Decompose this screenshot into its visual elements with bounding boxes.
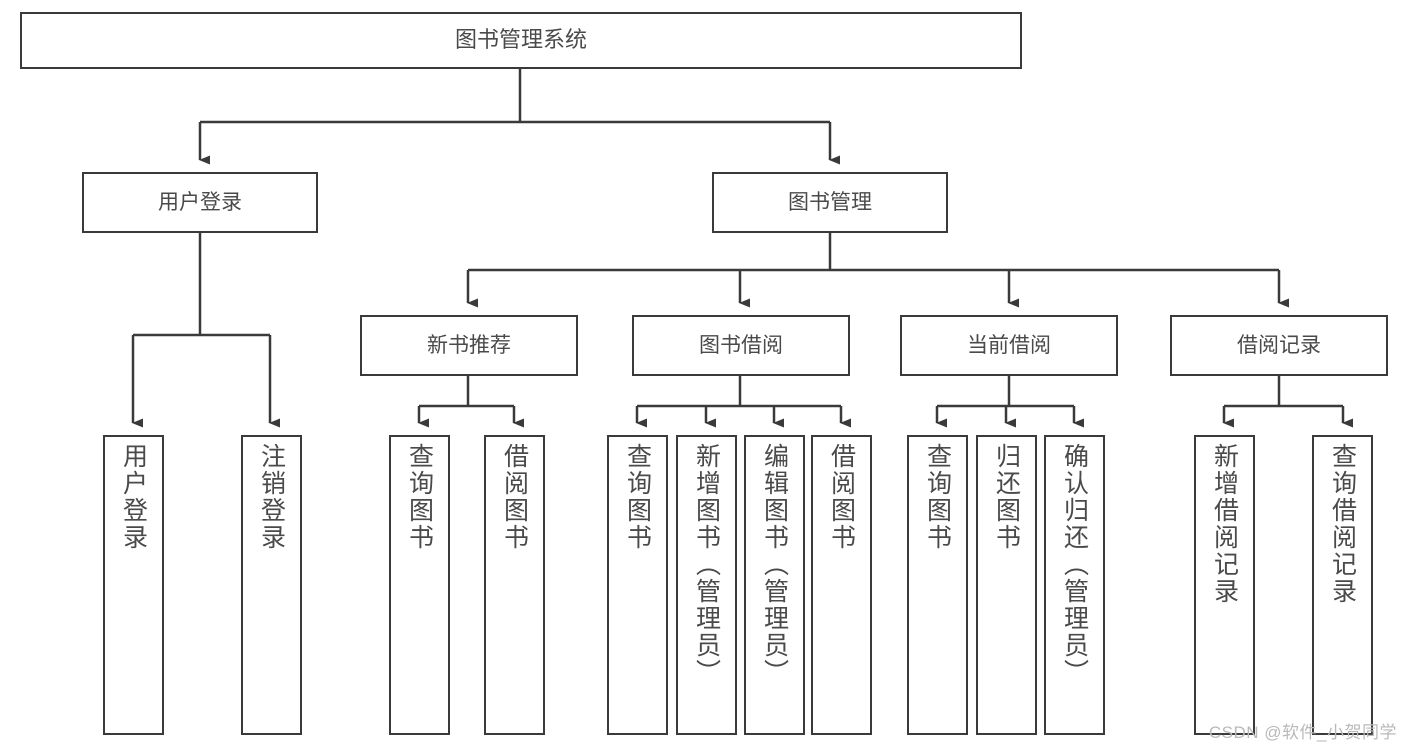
node-label: 用户登录 [158,190,242,214]
node-label: 查询图书 [405,443,434,551]
node-book-borrow[interactable]: 图书借阅 [632,315,850,376]
leaf-borrow-book[interactable]: 借阅图书 [811,435,872,735]
leaf-query-book-current[interactable]: 查询图书 [907,435,968,735]
leaf-user-login[interactable]: 用户登录 [103,435,164,735]
node-label: 新增图书（管理员） [692,443,721,686]
node-label: 借阅图书 [500,443,529,551]
node-label: 图书借阅 [699,333,783,357]
node-new-book-recommendation[interactable]: 新书推荐 [360,315,578,376]
leaf-query-book-borrow[interactable]: 查询图书 [607,435,668,735]
leaf-confirm-return-admin[interactable]: 确认归还（管理员） [1044,435,1105,735]
leaf-add-borrow-record[interactable]: 新增借阅记录 [1194,435,1255,735]
node-book-management[interactable]: 图书管理 [712,172,948,233]
node-label: 借阅记录 [1237,333,1321,357]
leaf-borrow-book-recommend[interactable]: 借阅图书 [484,435,545,735]
csdn-watermark: CSDN @软件_小贺同学 [1208,723,1397,742]
node-label: 借阅图书 [827,443,856,551]
leaf-add-book-admin[interactable]: 新增图书（管理员） [676,435,737,735]
node-root-library-management-system[interactable]: 图书管理系统 [20,12,1022,69]
node-label: 当前借阅 [967,333,1051,357]
node-label: 归还图书 [992,443,1021,551]
node-label: 编辑图书（管理员） [760,443,789,686]
leaf-edit-book-admin[interactable]: 编辑图书（管理员） [744,435,805,735]
node-label: 用户登录 [119,443,148,551]
node-label: 图书管理 [788,190,872,214]
node-borrow-record[interactable]: 借阅记录 [1170,315,1388,376]
node-current-borrow[interactable]: 当前借阅 [900,315,1118,376]
leaf-return-book[interactable]: 归还图书 [976,435,1037,735]
node-label: 查询图书 [923,443,952,551]
node-label: 新书推荐 [427,333,511,357]
leaf-query-book-recommend[interactable]: 查询图书 [389,435,450,735]
node-label: 查询借阅记录 [1328,443,1357,605]
node-user-login[interactable]: 用户登录 [82,172,318,233]
node-label: 查询图书 [623,443,652,551]
node-label: 图书管理系统 [454,27,587,53]
node-label: 新增借阅记录 [1210,443,1239,605]
leaf-query-borrow-record[interactable]: 查询借阅记录 [1312,435,1373,735]
node-label: 注销登录 [257,443,286,551]
node-label: 确认归还（管理员） [1060,443,1089,686]
leaf-logout[interactable]: 注销登录 [241,435,302,735]
